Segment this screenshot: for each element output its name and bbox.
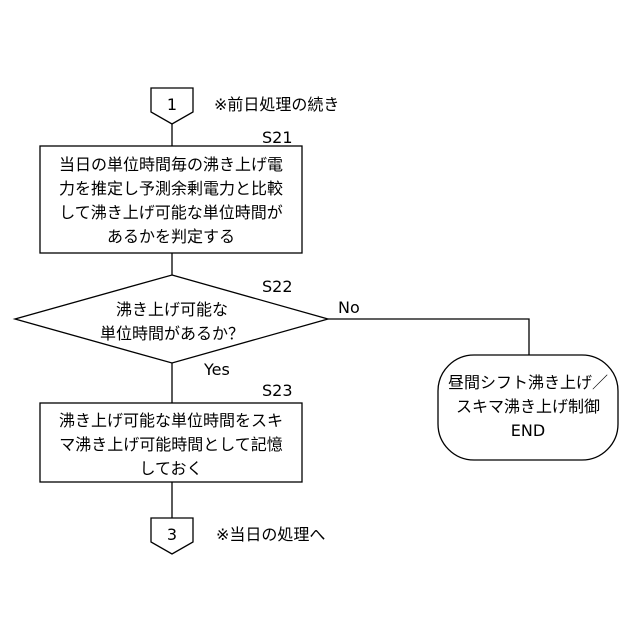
s21-line: して沸き上げ可能な単位時間が (59, 203, 283, 222)
s22-line: 単位時間があるか？ (100, 324, 244, 343)
flow-line-s22-no-branch (328, 319, 529, 355)
connector-top-label: 1 (167, 95, 177, 114)
s23-line: マ沸き上げ可能時間として記憶 (59, 435, 283, 454)
end-terminal-line: スキマ沸き上げ制御 (456, 397, 600, 416)
s21-line: 力を推定し予測余剰電力と比較 (59, 179, 283, 198)
s22-line: 沸き上げ可能な (116, 300, 228, 319)
connector-bottom-label: 3 (167, 525, 177, 544)
connector-bottom-note: ※当日の処理へ (216, 525, 325, 544)
end-terminal-line: 昼間シフト沸き上げ／ (448, 373, 608, 392)
branch-no-label: No (338, 298, 360, 317)
s23-line: しておく (139, 459, 202, 478)
connector-top-note: ※前日処理の続き (214, 95, 339, 114)
step-s21-id: S21 (262, 128, 293, 147)
s23-line: 沸き上げ可能な単位時間をスキ (59, 411, 283, 430)
step-s23-id: S23 (262, 381, 293, 400)
s21-line: 当日の単位時間毎の沸き上げ電 (59, 155, 283, 174)
step-s22-id: S22 (262, 277, 293, 296)
s21-line: あるかを判定する (107, 227, 235, 246)
branch-yes-label: Yes (203, 360, 230, 379)
end-terminal-line: END (511, 421, 545, 440)
